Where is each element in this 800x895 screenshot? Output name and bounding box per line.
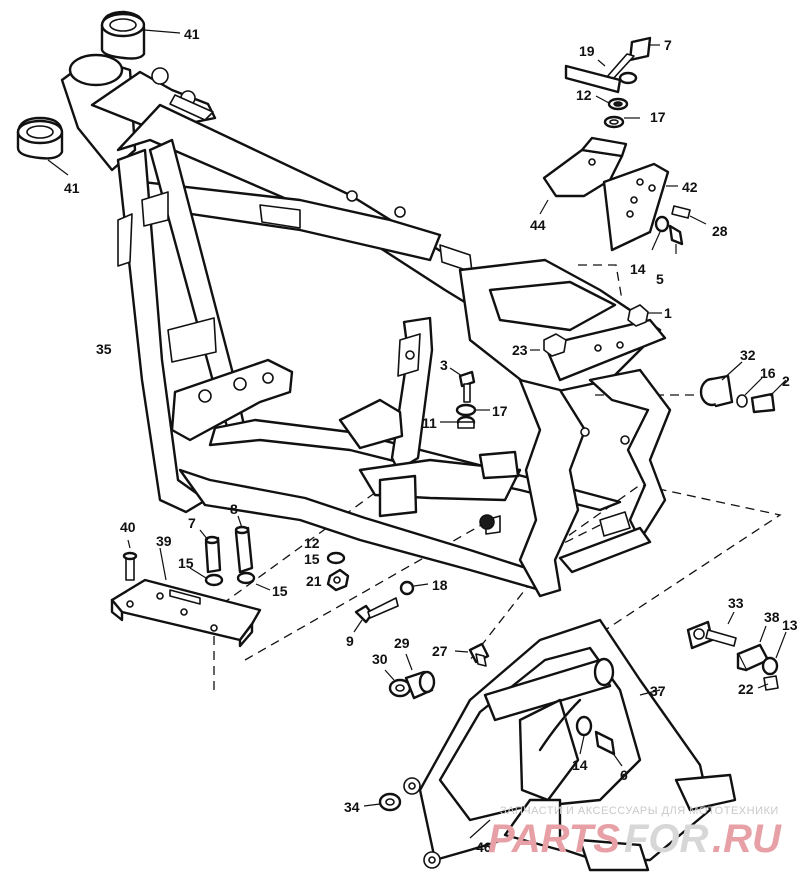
washer-15 [326, 551, 346, 565]
callout-12-mid: 12 [304, 535, 320, 551]
main-frame [60, 53, 672, 598]
washer-13 [761, 656, 779, 676]
watermark: ЗАПЧАСТИ И АКСЕССУАРЫ ДЛЯ МОТОТЕХНИКИ PA… [488, 805, 782, 861]
callout-12-top: 12 [576, 87, 592, 103]
callout-41b: 41 [64, 180, 80, 196]
callout-37: 37 [650, 683, 666, 699]
bushing-18 [399, 580, 415, 596]
steering-cups [16, 10, 181, 176]
swingarm-hardware [363, 611, 787, 839]
callout-27: 27 [432, 643, 448, 659]
callout-30: 30 [372, 651, 388, 667]
callout-2: 2 [782, 373, 790, 389]
pivot-shaft [483, 658, 612, 722]
callout-3: 3 [440, 357, 448, 373]
bolt-2 [750, 392, 776, 414]
callout-35: 35 [96, 341, 112, 357]
hardware-lower [326, 551, 429, 633]
callout-21: 21 [306, 573, 322, 589]
callout-7-left: 7 [188, 515, 196, 531]
watermark-top-text: ЗАПЧАСТИ И АКСЕССУАРЫ ДЛЯ МОТОТЕХНИКИ [500, 805, 779, 817]
callout-7-top: 7 [664, 37, 672, 53]
callout-28: 28 [712, 223, 728, 239]
rear-fender-strut-plate [543, 318, 667, 382]
washer-17 [455, 403, 477, 417]
bracket-parts-upper [539, 36, 707, 254]
callout-46: 46 [476, 839, 492, 855]
callout-39: 39 [156, 533, 172, 549]
callout-34: 34 [344, 799, 360, 815]
callout-14-top: 14 [630, 261, 646, 277]
steering-head-top [68, 53, 124, 87]
hardware-middle [440, 304, 787, 429]
watermark-logo-for: FOR [624, 817, 709, 861]
callout-16: 16 [760, 365, 776, 381]
callout-40: 40 [120, 519, 136, 535]
callout-8: 8 [230, 501, 238, 517]
callout-29: 29 [394, 635, 410, 651]
callout-19: 19 [579, 43, 595, 59]
watermark-logo-parts: PARTS [488, 817, 620, 861]
nut-1 [627, 304, 649, 327]
license-plate-bracket-42 [602, 162, 670, 252]
callout-18: 18 [432, 577, 448, 593]
callout-15-left: 15 [178, 555, 194, 571]
bolt-3-head [458, 370, 476, 388]
callout-13: 13 [782, 617, 798, 633]
bolt-19 [564, 64, 622, 94]
washer-16 [736, 394, 748, 408]
callout-17-top: 17 [650, 109, 666, 125]
callout-38: 38 [764, 609, 780, 625]
nut-23 [543, 333, 567, 357]
callout-14-bottom: 14 [572, 757, 588, 773]
callout-5: 5 [656, 271, 664, 287]
callout-33: 33 [728, 595, 744, 611]
callout-15-right: 15 [272, 583, 288, 599]
callout-labels: 41 41 35 19 7 12 17 42 44 28 14 5 1 23 3… [64, 26, 798, 855]
callout-11: 11 [422, 415, 437, 431]
callout-17-mid: 17 [492, 403, 508, 419]
callout-23: 23 [512, 342, 528, 358]
washer-14 [575, 715, 593, 737]
watermark-logo-suffix: .RU [712, 817, 782, 861]
swingarm-37 [403, 618, 737, 872]
callout-41a: 41 [184, 26, 200, 42]
callout-22: 22 [738, 681, 754, 697]
callout-1: 1 [664, 305, 672, 321]
callout-15-mid: 15 [304, 551, 320, 567]
callout-9: 9 [346, 633, 354, 649]
callout-44: 44 [530, 217, 546, 233]
bolt-7-head [628, 36, 652, 62]
callout-42: 42 [682, 179, 698, 195]
front-engine-mount [170, 358, 294, 442]
engine-mount-plate-39 [110, 515, 271, 648]
callout-32: 32 [740, 347, 756, 363]
bolt-8 [234, 526, 254, 574]
callout-6: 6 [620, 767, 628, 783]
